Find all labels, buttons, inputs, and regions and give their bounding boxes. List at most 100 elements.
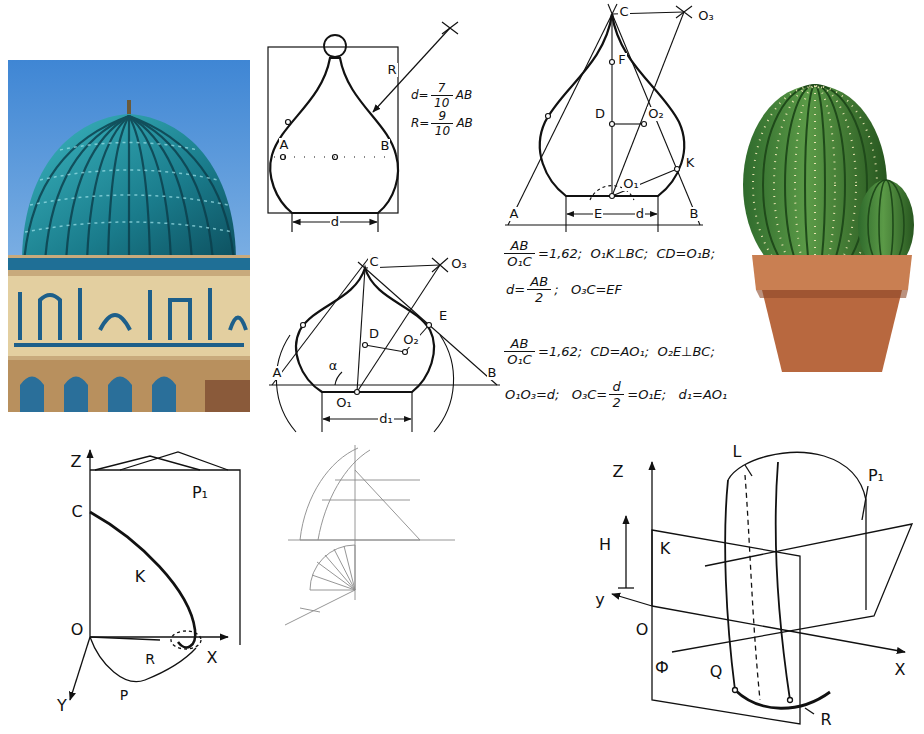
onion-construction-2-part [540, 14, 684, 196]
dome-photo-part [20, 377, 176, 413]
dome-photo-part [25, 222, 233, 232]
onion-construction-1-part [268, 47, 398, 213]
point-label: B [380, 139, 391, 153]
formula-text: AB [504, 337, 535, 352]
onion-construction-3-part [432, 258, 448, 272]
formula-text: O₁C [504, 255, 535, 269]
formula-text: =1,62; CD=AO₁; O₂E⊥BC; [537, 345, 716, 359]
dome-photo-part [20, 377, 44, 413]
onion-construction-2-part [610, 194, 615, 199]
cactus-photo-part [774, 86, 856, 284]
dimension-label: H [598, 536, 612, 554]
formula-text: d= [505, 283, 526, 297]
dome-photo-part [40, 170, 218, 180]
onion-construction-3-part [335, 372, 342, 385]
point-label: O₂ [647, 107, 664, 121]
dome-photo-part [129, 116, 192, 262]
surface-intersection-part [672, 524, 912, 652]
pencil-sketch-part [300, 448, 358, 540]
surface-intersection-part [652, 606, 905, 652]
curve-in-plane-part [90, 637, 160, 640]
axis-label: Z [612, 463, 625, 481]
surface-intersection-part [862, 486, 868, 520]
onion-construction-3-part [365, 345, 405, 352]
formula-text: 2 [609, 396, 624, 410]
curve-label: R [819, 711, 832, 729]
dome-photo [8, 60, 250, 412]
dome-photo-part [108, 377, 132, 413]
dome-photo-part [14, 343, 244, 347]
pencil-sketch [285, 445, 455, 625]
dome-photo-part [108, 116, 129, 262]
dome-photo-part [8, 258, 250, 270]
dome-photo-part [129, 116, 171, 262]
onion-construction-3-part [322, 392, 412, 432]
point-label: C [618, 5, 629, 19]
pencil-sketch-part [335, 480, 420, 481]
axis-label: y [594, 591, 605, 609]
onion-construction-3-part [358, 262, 497, 385]
surface-intersection-part [745, 475, 760, 700]
point-label: O [635, 621, 650, 639]
point-label: A [272, 366, 283, 380]
formula-text: AB [527, 275, 551, 290]
formula-text: 2 [527, 291, 551, 305]
dome-photo-part [205, 380, 250, 412]
surface-intersection-part [725, 480, 735, 690]
onion-construction-1-part [274, 156, 394, 157]
dimension-label: d [330, 215, 340, 229]
dome-photo-part [20, 288, 246, 340]
point-label: O₁ [335, 396, 352, 410]
curve-in-plane-part [90, 512, 195, 647]
point-label: O₁ [622, 177, 639, 191]
axis-label: Y [56, 697, 68, 715]
point-label: E [438, 309, 448, 323]
point-label: O [70, 621, 85, 639]
surface-intersection-part [805, 708, 814, 714]
surface-intersection-part [745, 465, 752, 476]
dome-photo-part [152, 377, 176, 413]
onion-construction-3-part [355, 390, 360, 395]
formula-text: =1,62; O₁K⊥BC; CD=O₁B; [537, 247, 716, 261]
dimension-label: d [635, 207, 645, 221]
dome-photo-part [8, 360, 250, 412]
axis-label: X [894, 661, 907, 679]
onion-construction-1-part [324, 35, 346, 57]
surface-intersection-part [625, 516, 626, 588]
curve-in-plane-part [90, 470, 240, 645]
point-label: D [368, 327, 380, 341]
dome-photo-part [127, 100, 131, 116]
onion-construction-2-part [676, 6, 692, 18]
formula-text: 10 [431, 125, 453, 138]
point-label: A [279, 138, 290, 152]
surface-intersection [612, 452, 912, 724]
onion-construction-1-part [286, 120, 291, 125]
surface-intersection-part [735, 690, 830, 708]
cactus-photo-part [753, 86, 877, 284]
cactus-photo-part [756, 290, 908, 298]
cactus-photo-part [752, 255, 912, 290]
dome-photo-part [45, 116, 129, 262]
point-label: D [594, 107, 606, 121]
onion-construction-2-part [610, 60, 615, 65]
onion-construction-2-part [611, 14, 612, 196]
onion-construction-2-part [505, 224, 703, 225]
point-label: K [685, 156, 696, 170]
curve-label: P [119, 688, 129, 703]
onion-construction-3-part [363, 343, 368, 348]
dome-photo-part [129, 116, 234, 262]
formula-text: 10 [431, 97, 453, 110]
cactus-photo [743, 85, 914, 372]
onion-construction-2-part [546, 114, 551, 119]
pencil-sketch-part [322, 500, 410, 501]
dome-photo-part [128, 116, 130, 262]
surface-intersection-part [733, 688, 738, 693]
plane-label: P₁ [191, 484, 209, 502]
surface-intersection-part [612, 594, 652, 606]
dome-photo-part [8, 255, 250, 412]
dimension-label: d₁ [378, 412, 393, 426]
onion-construction-1-part [333, 155, 338, 160]
onion-construction-2-part [566, 196, 658, 232]
curve-label: K [659, 540, 672, 558]
